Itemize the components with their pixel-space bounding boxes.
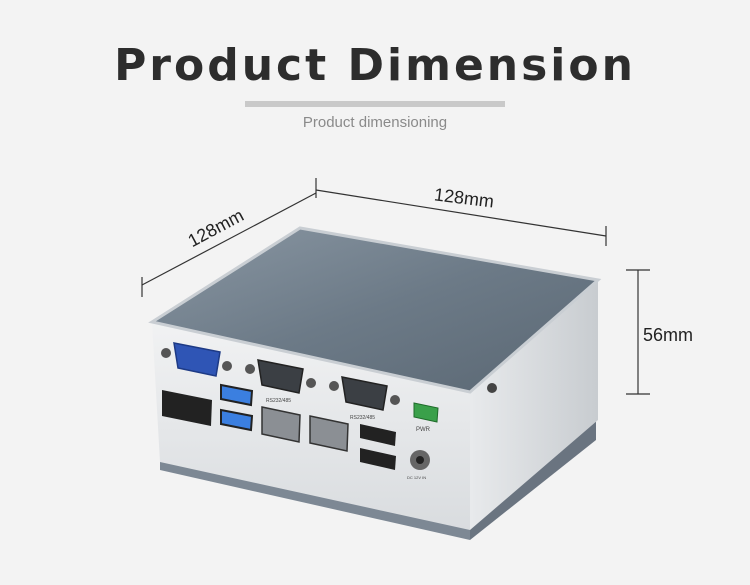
pwr-label: PWR bbox=[416, 427, 431, 433]
depth-dimension-line bbox=[141, 178, 317, 297]
com1-label: RS232/485 bbox=[266, 398, 291, 404]
dc-label: DC 12V IN bbox=[407, 475, 426, 480]
com-port-1 bbox=[245, 359, 316, 394]
hdmi-port bbox=[162, 390, 212, 426]
dc-jack bbox=[410, 450, 430, 470]
height-dimension-label: 56mm bbox=[643, 325, 694, 345]
usb3-ports bbox=[220, 383, 254, 432]
page-title: Product Dimension bbox=[114, 40, 636, 91]
vga-port bbox=[161, 342, 232, 377]
lan-port-1 bbox=[309, 415, 349, 452]
lan-port-2 bbox=[261, 406, 301, 443]
title-underline bbox=[245, 101, 505, 107]
power-terminal bbox=[413, 402, 439, 423]
height-dimension-line bbox=[626, 269, 650, 395]
usb2-ports bbox=[360, 424, 396, 470]
width-dimension-line bbox=[315, 189, 607, 246]
com2-label: RS232/485 bbox=[350, 415, 375, 421]
page-subtitle: Product dimensioning bbox=[302, 114, 448, 131]
com-port-2 bbox=[329, 376, 400, 411]
